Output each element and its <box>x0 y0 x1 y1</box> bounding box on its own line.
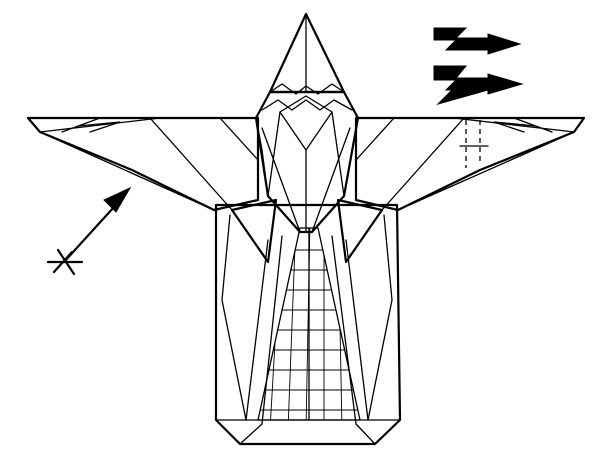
right-wing <box>356 118 584 210</box>
push-arrow-icon <box>48 188 130 274</box>
hooded-head <box>256 14 358 232</box>
fold-behind-arrows-icon <box>434 28 522 104</box>
left-wing <box>28 118 258 210</box>
